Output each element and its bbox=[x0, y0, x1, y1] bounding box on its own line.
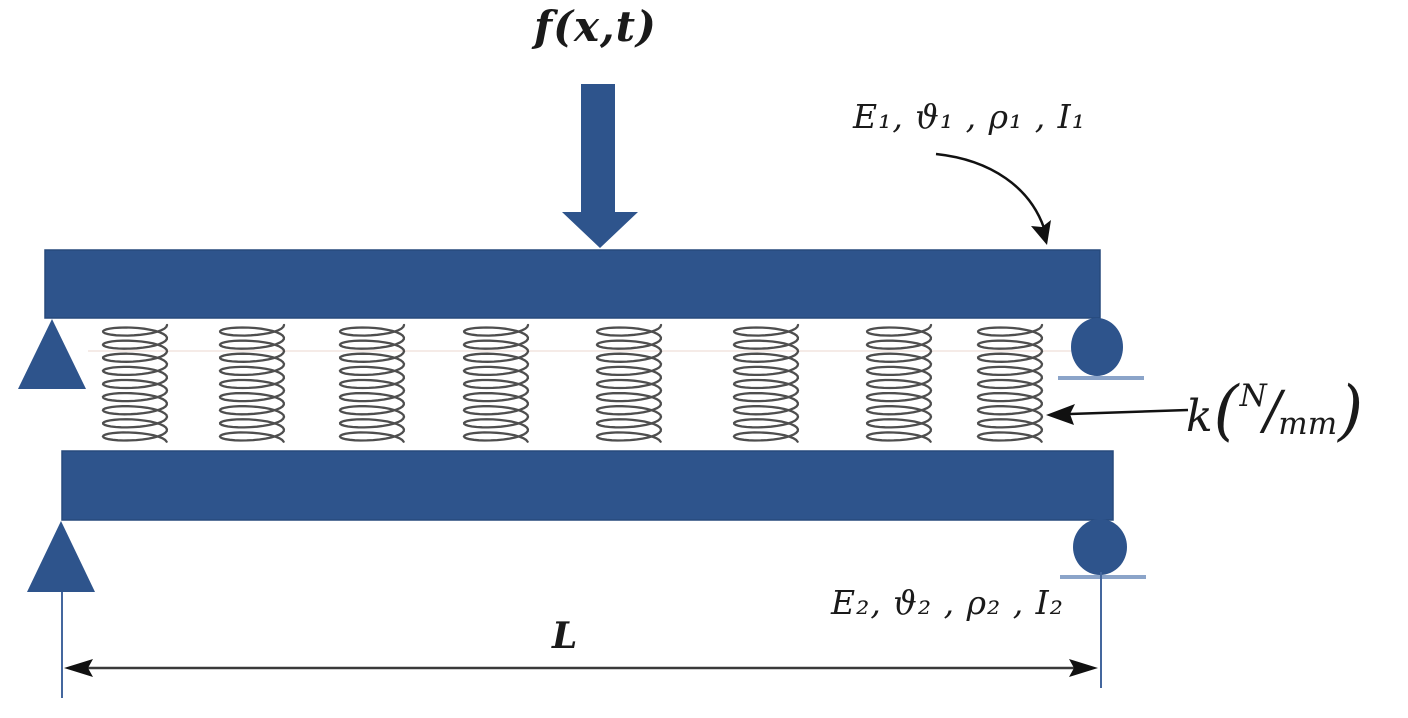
stiffness-unit-denominator: mm bbox=[1278, 405, 1338, 442]
beam1-leader-arrowhead-icon bbox=[1031, 220, 1051, 245]
beam2-properties-label: E₂, ϑ₂ , ρ₂ , I₂ bbox=[831, 583, 1064, 622]
spring-coil-icon bbox=[976, 323, 1044, 443]
bottom-left-pin-support-icon bbox=[27, 521, 95, 592]
spring-coil-icon bbox=[462, 323, 530, 443]
spring-coil-icon bbox=[338, 323, 406, 443]
stiffness-leader-arrowhead-icon bbox=[1046, 404, 1075, 425]
stiffness-leader-arrow bbox=[1069, 408, 1189, 416]
length-label: L bbox=[552, 615, 578, 657]
stiffness-symbol: k bbox=[1186, 391, 1213, 442]
beam1-leader-arrow bbox=[935, 152, 1046, 229]
spring-coil-icon bbox=[865, 323, 933, 443]
beam1-properties-label: E₁, ϑ₁ , ρ₁ , I₁ bbox=[853, 97, 1086, 136]
springs-group bbox=[101, 323, 1044, 443]
dimension-arrowhead-right-icon bbox=[1069, 659, 1098, 677]
force-arrow-icon bbox=[562, 84, 638, 248]
stiffness-unit-slash: / bbox=[1263, 381, 1282, 441]
top-left-pin-support-icon bbox=[18, 319, 86, 389]
dimension-arrowhead-left-icon bbox=[64, 659, 93, 677]
stiffness-open-paren: ( bbox=[1213, 373, 1239, 449]
spring-coil-icon bbox=[732, 323, 800, 443]
stiffness-close-paren: ) bbox=[1338, 373, 1364, 449]
stiffness-unit-numerator: N bbox=[1239, 377, 1267, 414]
top-beam bbox=[44, 249, 1101, 319]
bottom-beam bbox=[61, 450, 1114, 521]
spring-coil-icon bbox=[218, 323, 286, 443]
spring-coil-icon bbox=[101, 323, 169, 443]
top-right-roller-support-icon bbox=[1071, 318, 1123, 376]
bottom-right-roller-support-icon bbox=[1073, 519, 1127, 575]
force-label: f(x,t) bbox=[534, 2, 657, 51]
spring-stiffness-label: k ( N / mm ) bbox=[1186, 372, 1364, 450]
spring-coil-icon bbox=[595, 323, 663, 443]
